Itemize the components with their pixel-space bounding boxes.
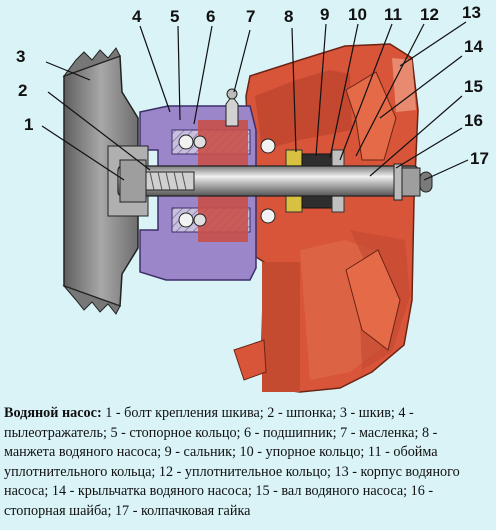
grease-nipple	[225, 88, 239, 127]
caption-text: 1 - болт крепления шкива; 2 - шпонка; 3 …	[4, 405, 460, 519]
callout-12: 12	[420, 5, 439, 24]
callout-4: 4	[132, 7, 142, 26]
leader-lines	[41, 21, 469, 181]
caption-title: Водяной насос:	[4, 405, 102, 421]
callout-3: 3	[16, 47, 25, 66]
callout-9: 9	[320, 5, 329, 24]
callout-14: 14	[464, 37, 483, 56]
callout-1: 1	[24, 115, 33, 134]
callout-10: 10	[348, 5, 367, 24]
callout-5: 5	[170, 7, 179, 26]
shaft	[117, 159, 433, 203]
callout-13: 13	[462, 3, 481, 22]
callout-11: 11	[384, 5, 402, 24]
figure-caption: Водяной насос: 1 - болт крепления шкива;…	[4, 404, 492, 521]
water-pump-diagram: 1 2 3 4 5 6 7 8 9 10 11 12 13 14 15 16 1…	[16, 3, 489, 393]
callout-15: 15	[464, 77, 483, 96]
callout-numbers: 1 2 3 4 5 6 7 8 9 10 11 12 13 14 15 16 1…	[16, 3, 489, 168]
bearings	[178, 134, 276, 228]
callout-8: 8	[284, 7, 293, 26]
callout-2: 2	[18, 81, 27, 100]
impeller	[345, 71, 401, 351]
callout-17: 17	[470, 149, 489, 168]
callout-16: 16	[464, 111, 483, 130]
callout-6: 6	[206, 7, 215, 26]
callout-7: 7	[246, 7, 255, 26]
